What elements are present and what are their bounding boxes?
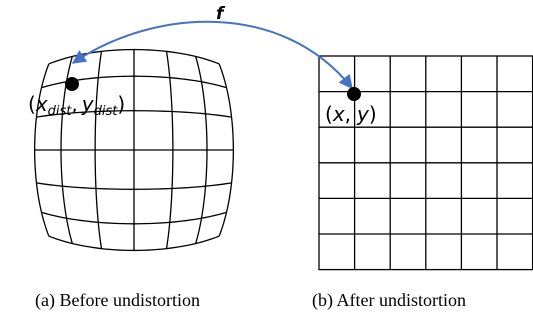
- mapping-arrow: [71, 20, 353, 90]
- caption-after: (b) After undistortion: [312, 290, 466, 311]
- mapping-function-label: f: [216, 4, 226, 24]
- undistorted-point-label: (x,y): [325, 102, 377, 126]
- distorted-point: [65, 77, 79, 91]
- caption-before: (a) Before undistortion: [35, 290, 200, 311]
- distorted-grid-hcurve: [48, 235, 220, 252]
- distorted-point-label: (xdist,ydist): [28, 92, 125, 119]
- distorted-grid: [33, 48, 235, 252]
- undistorted-point: [347, 87, 361, 101]
- distorted-grid-hcurve: [41, 211, 227, 225]
